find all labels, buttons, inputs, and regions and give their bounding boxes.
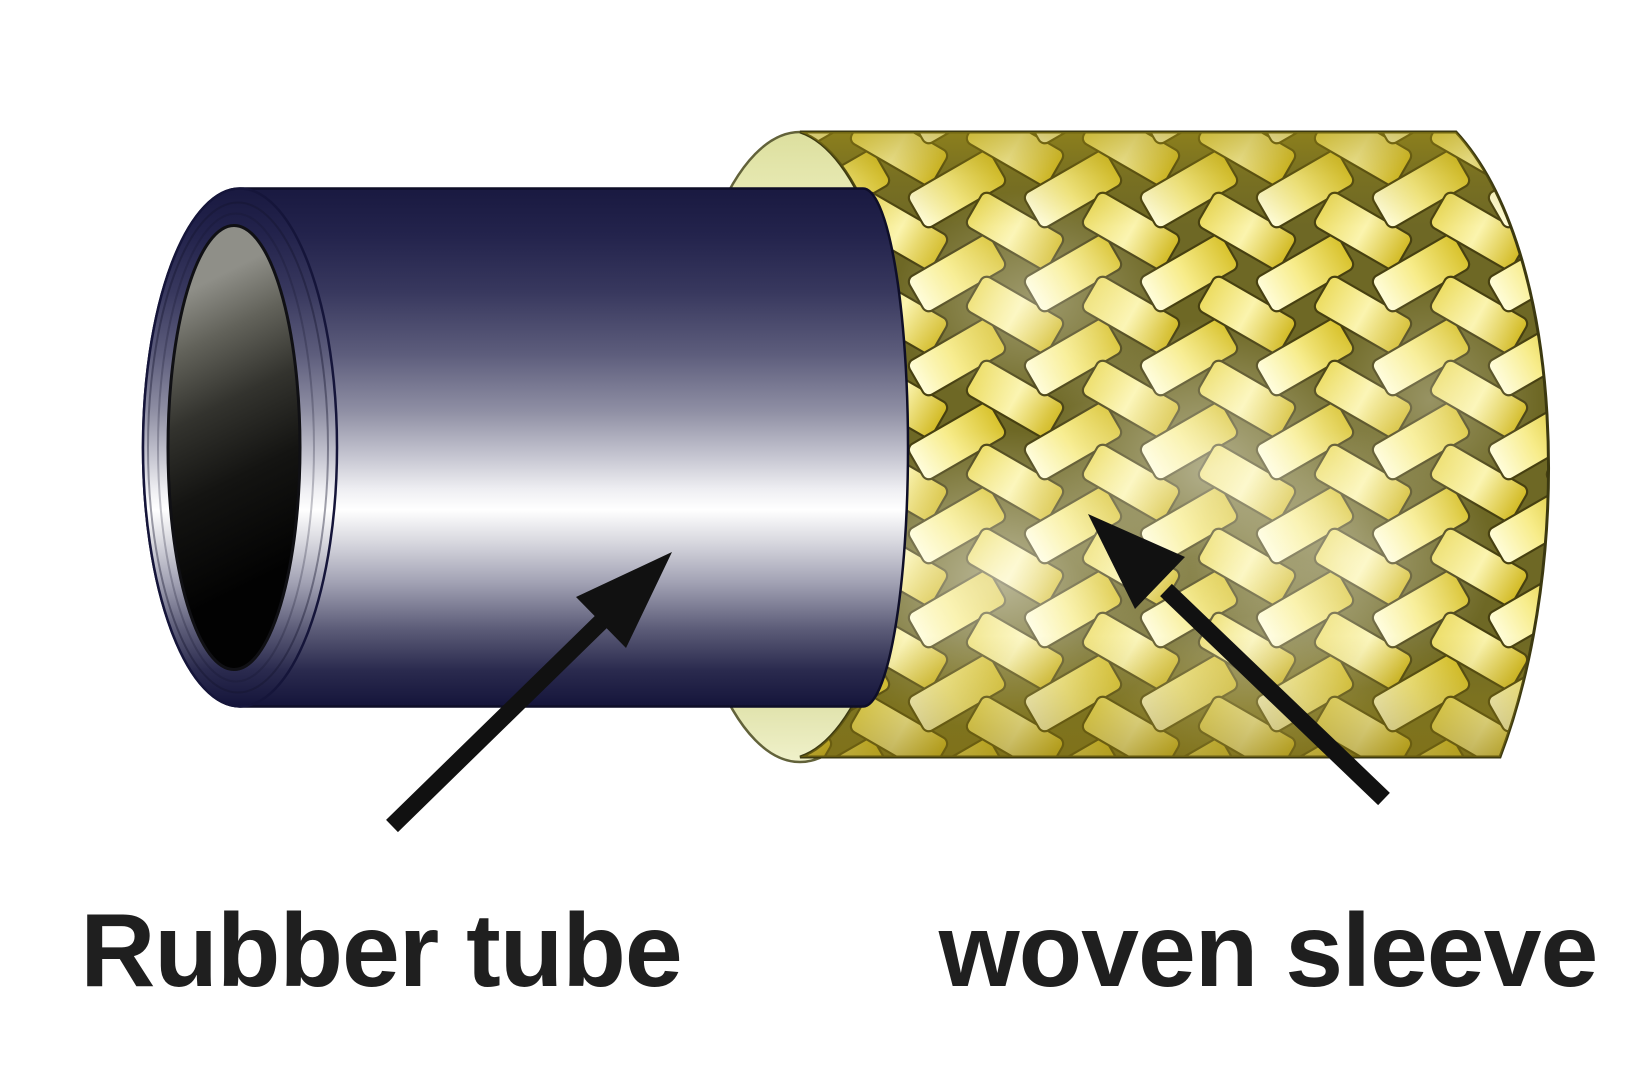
tube-rim-ridge-outer bbox=[147, 201, 329, 694]
woven-sleeve-arrowhead-icon bbox=[1088, 514, 1185, 609]
tube-rim-ridge-inner bbox=[157, 212, 315, 683]
woven-sleeve-arrow bbox=[1088, 514, 1390, 806]
rubber-tube-graphic bbox=[141, 187, 910, 708]
tube-bore bbox=[166, 224, 302, 671]
rubber-tube-arrow bbox=[386, 552, 672, 833]
woven-sleeve-arrow-shaft bbox=[1160, 583, 1390, 806]
rubber-tube-arrowhead-icon bbox=[576, 552, 672, 648]
rubber-tube-arrow-shaft bbox=[386, 609, 613, 833]
woven-sleeve-label: woven sleeve bbox=[938, 893, 1598, 1009]
rubber-tube-label: Rubber tube bbox=[80, 893, 681, 1009]
